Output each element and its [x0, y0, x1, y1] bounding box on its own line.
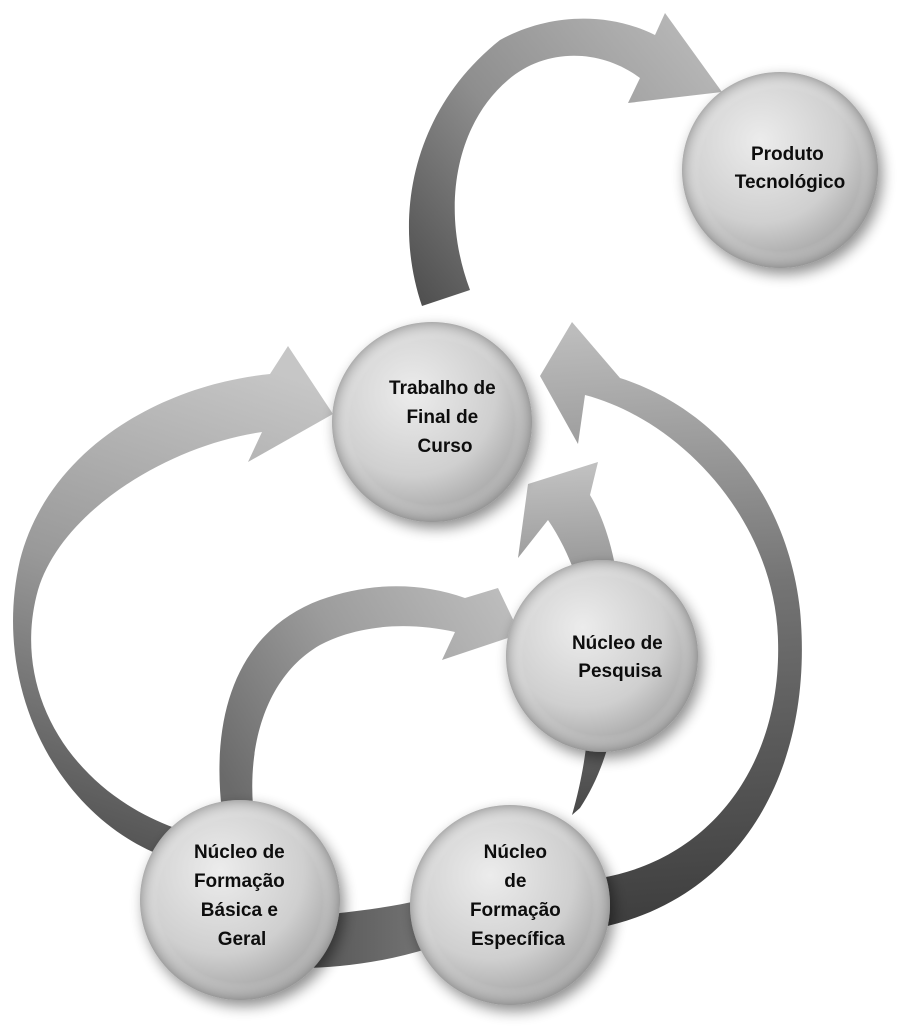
node-basica-line-1: Núcleo de	[194, 842, 285, 863]
node-pesquisa-label: Núcleo de Pesquisa	[572, 633, 668, 682]
node-especifica-label: Núcleo de Formação Específica	[470, 842, 566, 950]
arrow-basica-to-pesquisa	[219, 586, 521, 812]
node-trabalho-final-de-curso: Trabalho de Final de Curso	[332, 322, 532, 522]
arrow-tfc-to-produto	[408, 13, 722, 306]
arrow-basica-to-tfc	[13, 346, 333, 858]
node-basica-line-3: Básica e	[201, 900, 278, 921]
node-especifica-line-3: Formação	[470, 900, 561, 921]
node-pesquisa-line-1: Núcleo de	[572, 633, 663, 654]
node-basica-line-4: Geral	[218, 929, 267, 950]
node-tfc-line-2: Final de	[406, 407, 478, 428]
node-pesquisa-line-2: Pesquisa	[578, 661, 662, 682]
node-produto-line-1: Produto	[751, 144, 824, 165]
node-especifica-line-4: Específica	[471, 929, 565, 950]
node-tfc-line-3: Curso	[418, 436, 473, 457]
node-basica-label: Núcleo de Formação Básica e Geral	[194, 842, 290, 950]
node-especifica-line-1: Núcleo	[484, 842, 547, 863]
node-nucleo-formacao-basica-geral: Núcleo de Formação Básica e Geral	[140, 800, 340, 1000]
node-basica-line-2: Formação	[194, 871, 285, 892]
node-nucleo-de-pesquisa: Núcleo de Pesquisa	[506, 560, 698, 752]
node-tfc-label: Trabalho de Final de Curso	[389, 378, 501, 457]
node-especifica-line-2: de	[504, 871, 526, 892]
node-produto-label: Produto Tecnológico	[735, 144, 845, 193]
node-tfc-line-1: Trabalho de	[389, 378, 496, 399]
node-nucleo-formacao-especifica: Núcleo de Formação Específica	[410, 805, 610, 1005]
node-produto-tecnologico: Produto Tecnológico	[682, 72, 878, 268]
node-produto-line-2: Tecnológico	[735, 172, 845, 193]
arrow-especifica-to-tfc	[540, 322, 802, 928]
